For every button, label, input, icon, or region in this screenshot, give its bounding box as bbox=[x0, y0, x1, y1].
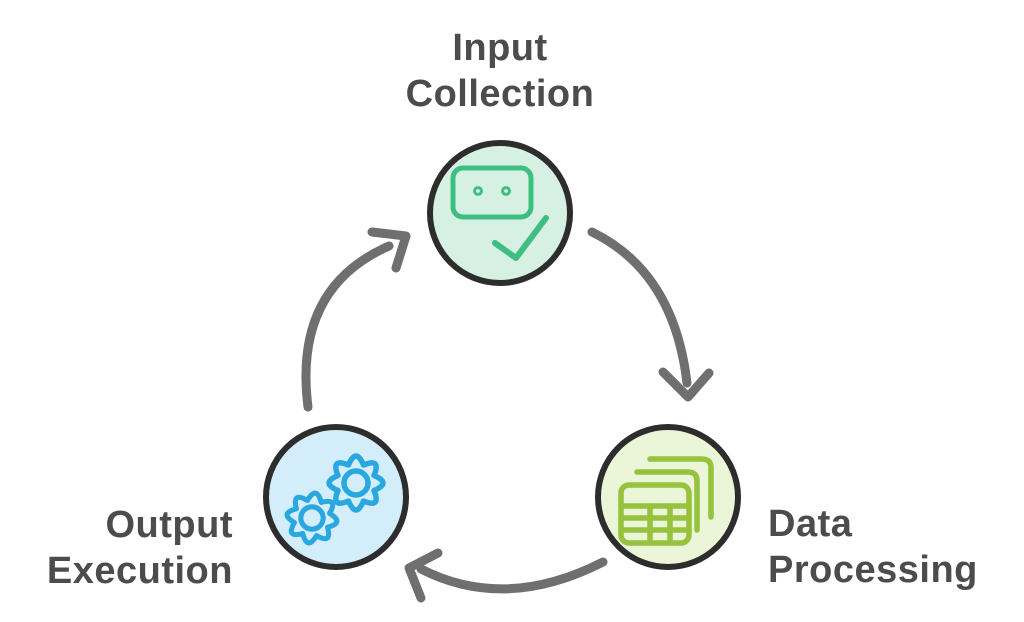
arrowhead-data-to-output-icon bbox=[404, 548, 443, 603]
gear-large-hub bbox=[341, 468, 371, 498]
node-circle-input-collection bbox=[427, 140, 573, 286]
node-label-line: Execution bbox=[46, 550, 233, 592]
gears-icon bbox=[284, 453, 386, 546]
gear-small-hub bbox=[298, 504, 326, 532]
arrow-input-to-data bbox=[587, 227, 692, 388]
arrow-output-to-input bbox=[301, 241, 394, 412]
table-outline bbox=[618, 482, 692, 546]
arrow-data-to-output bbox=[416, 557, 608, 594]
gear-small bbox=[284, 490, 340, 546]
chatbot-eye-right bbox=[501, 186, 511, 196]
node-label-data-processing: Data Processing bbox=[768, 501, 1008, 593]
node-label-line: Output bbox=[105, 504, 233, 546]
gear-small-teeth bbox=[284, 490, 340, 546]
chatbot-eye-left bbox=[473, 186, 483, 196]
stacked-tables-icon bbox=[618, 456, 714, 546]
node-label-line: Processing bbox=[768, 549, 978, 591]
chatbot-face-outline bbox=[450, 165, 534, 220]
table-sheet-middle bbox=[634, 469, 700, 533]
arrowhead-input-to-data-icon bbox=[658, 367, 714, 402]
gear-large bbox=[326, 453, 386, 513]
arrowhead-output-to-input-icon bbox=[367, 227, 411, 273]
node-label-output-execution: Output Execution bbox=[13, 502, 233, 594]
table-sheet-back bbox=[647, 456, 714, 520]
cycle-arrows bbox=[301, 227, 714, 603]
gear-large-teeth bbox=[326, 453, 386, 513]
chatbot-check-icon bbox=[450, 165, 554, 266]
node-label-input-collection: Input Collection bbox=[350, 25, 650, 117]
node-label-line: Collection bbox=[405, 73, 595, 115]
checkmark-icon bbox=[492, 215, 549, 261]
node-label-line: Input bbox=[452, 27, 548, 69]
node-label-line: Data bbox=[768, 503, 853, 545]
